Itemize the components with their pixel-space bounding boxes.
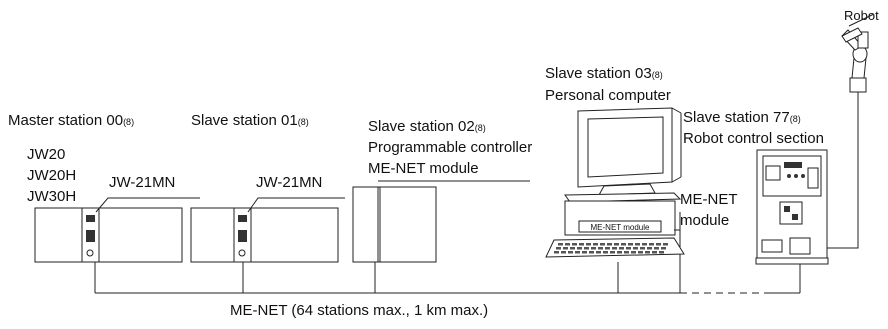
keyboard-key — [617, 251, 622, 254]
keyboard-key — [652, 251, 657, 254]
keyboard-key — [638, 251, 643, 254]
keyboard-key — [556, 247, 561, 250]
keyboard-key — [649, 243, 654, 246]
slave-02-title: Slave station 02(8) — [368, 118, 486, 135]
keyboard-key — [605, 247, 610, 250]
keyboard-key — [624, 251, 629, 254]
keyboard-key — [645, 251, 650, 254]
personal-computer: ME-NET module — [545, 107, 685, 258]
robot-label: Robot — [844, 8, 879, 23]
slave-02-subtitle: Programmable controller — [368, 139, 533, 156]
keyboard-key — [577, 247, 582, 250]
robot-arm — [841, 13, 875, 93]
keyboard-key — [628, 243, 633, 246]
keyboard-key — [661, 247, 666, 250]
master-model-1: JW20 — [27, 146, 66, 163]
keyboard-key — [593, 243, 598, 246]
keyboard-key — [568, 251, 573, 254]
keyboard-key — [640, 247, 645, 250]
slave-02-unit — [352, 180, 530, 263]
slave-03-title: Slave station 03(8) — [545, 65, 663, 82]
keyboard-key — [586, 243, 591, 246]
keyboard-key — [600, 243, 605, 246]
keyboard-key — [635, 243, 640, 246]
slave-03-subtitle: Personal computer — [545, 87, 671, 104]
keyboard-key — [596, 251, 601, 254]
master-model-2: JW20H — [27, 167, 77, 184]
keyboard-key — [607, 243, 612, 246]
keyboard-key — [561, 251, 566, 254]
keyboard-key — [610, 251, 615, 254]
slave-01-unit — [190, 197, 345, 263]
keyboard-key — [647, 247, 652, 250]
keyboard-key — [659, 251, 664, 254]
master-station-unit — [34, 197, 200, 263]
keyboard-key — [572, 243, 577, 246]
keyboard-key — [642, 243, 647, 246]
keyboard-key — [656, 243, 661, 246]
slave-77-module-label-2: module — [680, 212, 730, 229]
slave-77-subtitle: Robot control section — [683, 130, 824, 147]
keyboard-key — [612, 247, 617, 250]
keyboard-key — [626, 247, 631, 250]
keyboard-key — [589, 251, 594, 254]
slave-77-title: Slave station 77(8) — [683, 109, 801, 126]
keyboard-key — [598, 247, 603, 250]
keyboard-key — [563, 247, 568, 250]
keyboard-key — [619, 247, 624, 250]
keyboard-key — [570, 247, 575, 250]
keyboard-key — [614, 243, 619, 246]
slave-01-module-label: JW-21MN — [256, 174, 323, 191]
keyboard-key — [584, 247, 589, 250]
keyboard-key — [558, 243, 563, 246]
robot-controller — [755, 92, 859, 265]
slave-01-title: Slave station 01(8) — [191, 112, 309, 129]
network-label: ME-NET (64 stations max., 1 km max.) — [230, 302, 489, 319]
slave-02-module-label: ME-NET module — [368, 160, 479, 177]
slave-77-module-label-1: ME-NET — [680, 191, 738, 208]
keyboard-key — [582, 251, 587, 254]
keyboard-key — [621, 243, 626, 246]
keyboard-key — [633, 247, 638, 250]
keyboard-key — [565, 243, 570, 246]
keyboard-key — [591, 247, 596, 250]
master-model-3: JW30H — [27, 188, 77, 205]
keyboard-key — [579, 243, 584, 246]
keyboard-key — [654, 247, 659, 250]
keyboard-key — [631, 251, 636, 254]
master-module-label: JW-21MN — [109, 174, 176, 191]
keyboard-key — [603, 251, 608, 254]
pc-card-label: ME-NET module — [591, 223, 651, 232]
master-station-title: Master station 00(8) — [8, 112, 135, 129]
keyboard-key — [575, 251, 580, 254]
network-bus — [94, 212, 801, 294]
keyboard-key — [554, 251, 559, 254]
keyboard-key — [663, 243, 668, 246]
